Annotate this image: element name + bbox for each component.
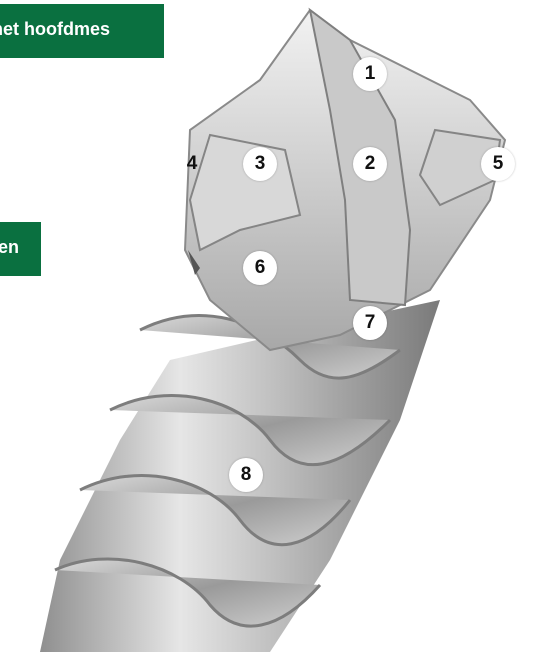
middle-label-text: en [0,237,19,258]
top-label-tag: het hoofdmes [0,4,164,58]
marker-3: 3 [243,147,277,181]
top-label-text: het hoofdmes [0,19,110,40]
marker-6: 6 [243,251,277,285]
marker-2: 2 [353,147,387,181]
marker-7: 7 [353,306,387,340]
marker-5: 5 [481,147,515,181]
marker-4: 4 [175,147,209,181]
marker-8: 8 [229,458,263,492]
middle-label-tag: en [0,222,41,276]
marker-1: 1 [353,57,387,91]
